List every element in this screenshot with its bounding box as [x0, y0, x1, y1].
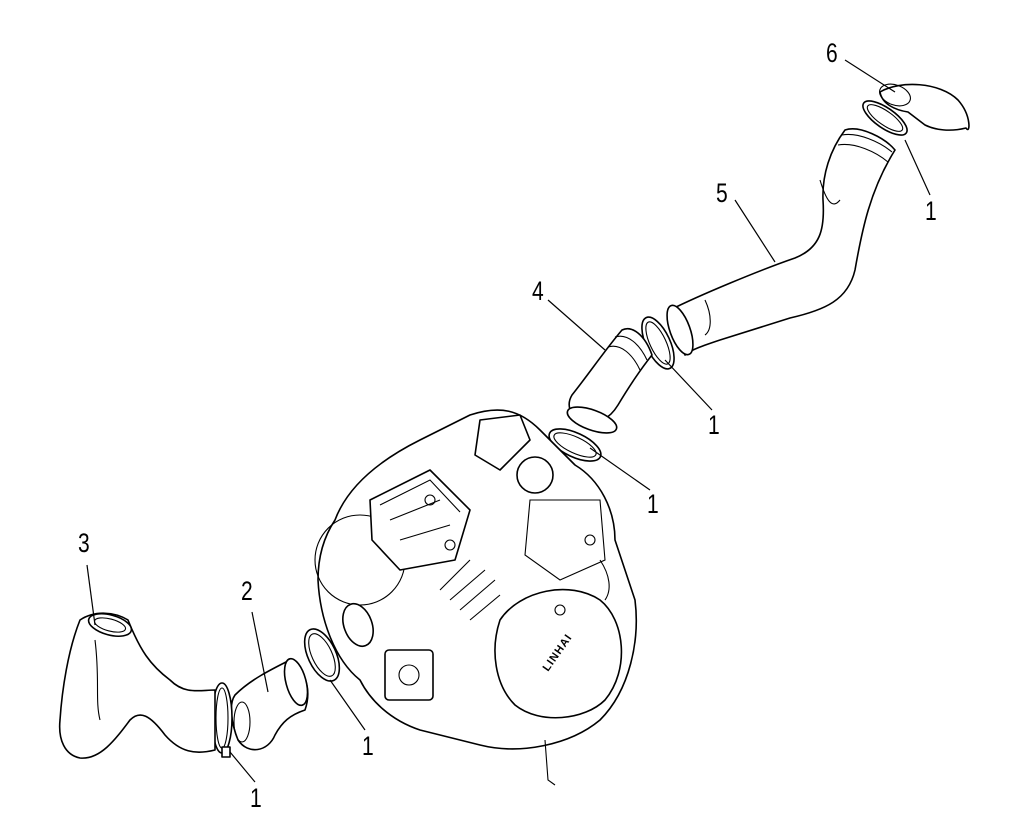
callout-1-top: 1: [925, 196, 937, 226]
callout-1-mid-lower: 1: [647, 489, 659, 519]
callout-1-lower-right: 1: [362, 731, 374, 761]
clamp-lower-left: [211, 682, 233, 758]
part-6-elbow: [879, 83, 970, 131]
callout-4: 4: [532, 276, 544, 306]
clamp-lower-right: [303, 628, 341, 682]
clamp-top: [862, 100, 908, 136]
part-3-hose: [58, 612, 216, 759]
part-2-elbow: [230, 657, 309, 751]
callout-5: 5: [716, 178, 728, 208]
callout-1-mid-upper: 1: [708, 410, 720, 440]
part-4-hose: [566, 328, 653, 434]
clamp-mid-upper: [641, 316, 675, 370]
engine-assembly: LINHAI: [314, 409, 638, 786]
part-5-hose: [666, 128, 896, 356]
callout-3: 3: [78, 528, 90, 558]
callout-2: 2: [241, 576, 253, 606]
leader-lines: [86, 59, 931, 783]
clamp-mid-lower: [548, 428, 602, 462]
callout-1-lower-left: 1: [250, 783, 262, 813]
callout-6: 6: [826, 38, 838, 68]
